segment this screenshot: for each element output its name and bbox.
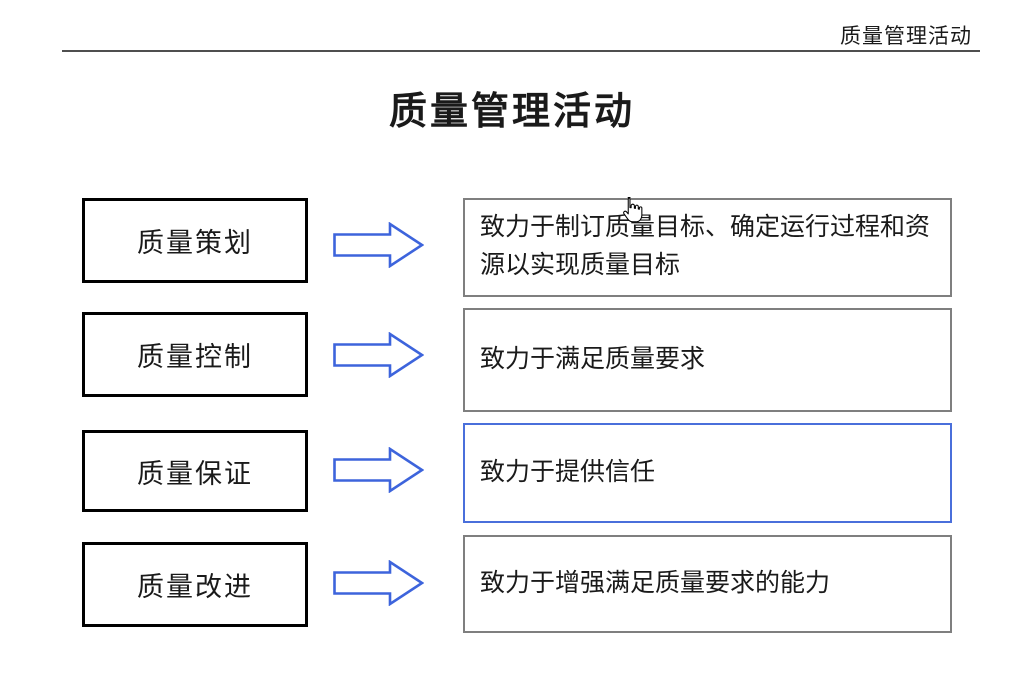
arrow-right-icon bbox=[333, 222, 424, 268]
arrow-right-icon bbox=[333, 560, 424, 606]
page-title: 质量管理活动 bbox=[388, 91, 635, 133]
category-box-quality-control: 质量控制 bbox=[82, 312, 308, 397]
description-box-quality-improvement[interactable]: 致力于增强满足质量要求的能力 bbox=[463, 535, 952, 633]
description-box-quality-planning[interactable]: 致力于制订质量目标、确定运行过程和资源以实现质量目标 bbox=[463, 198, 952, 297]
category-label: 质量保证 bbox=[137, 458, 253, 489]
arrow-right-icon bbox=[333, 447, 424, 493]
category-label: 质量改进 bbox=[137, 572, 253, 602]
slide-header-label: 质量管理活动 bbox=[840, 24, 972, 48]
category-label: 质量策划 bbox=[137, 228, 253, 258]
description-text: 致力于提供信任 bbox=[480, 459, 656, 486]
category-box-quality-planning: 质量策划 bbox=[82, 198, 308, 283]
category-label: 质量控制 bbox=[137, 342, 253, 372]
description-text: 致力于增强满足质量要求的能力 bbox=[480, 570, 831, 597]
category-box-quality-assurance: 质量保证 bbox=[82, 430, 308, 512]
category-box-quality-improvement: 质量改进 bbox=[82, 542, 308, 627]
hand-pointer-icon bbox=[623, 197, 643, 223]
description-box-quality-control[interactable]: 致力于满足质量要求 bbox=[463, 308, 952, 412]
arrow-right-icon bbox=[333, 332, 424, 378]
description-text: 致力于制订质量目标、确定运行过程和资源以实现质量目标 bbox=[480, 214, 931, 279]
header-divider bbox=[62, 50, 980, 52]
description-box-quality-assurance[interactable]: 致力于提供信任 bbox=[463, 423, 952, 523]
description-text: 致力于满足质量要求 bbox=[480, 346, 706, 373]
